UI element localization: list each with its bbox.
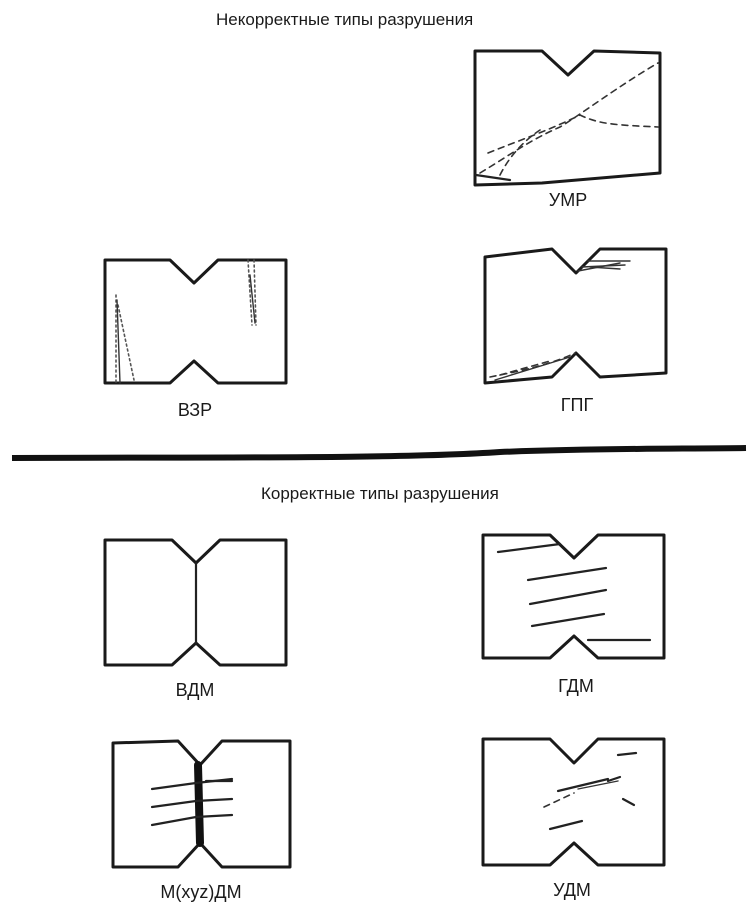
crack-line	[543, 792, 575, 808]
crack-line	[117, 304, 135, 381]
specimen-udm-figure	[481, 737, 666, 867]
crack-line	[606, 775, 622, 783]
specimen-gpg-figure	[483, 247, 668, 385]
crack-line	[150, 797, 234, 809]
crack-line	[526, 566, 608, 582]
incorrect-section-title: Некорректные типы разрушения	[216, 10, 474, 29]
crack-line	[474, 173, 512, 182]
crack-line	[581, 264, 626, 268]
specimen-umr-figure	[473, 49, 662, 187]
crack-line	[496, 542, 562, 554]
specimen-gpg-label: ГПГ	[560, 395, 594, 415]
crack-line	[548, 819, 584, 831]
specimen-gdm-figure	[481, 533, 666, 660]
specimen-mxyzdm-label: М(xyz)ДМ	[160, 882, 242, 902]
specimen-vdm-label: ВДМ	[175, 680, 215, 700]
correct-section-title: Корректные типы разрушения	[261, 484, 499, 503]
specimen-umr-label: УМР	[548, 190, 588, 210]
crack-line	[150, 813, 234, 827]
crack-line	[253, 259, 257, 326]
crack-line	[556, 777, 610, 793]
specimen-gdm-label: ГДМ	[558, 676, 594, 696]
specimen-mxyzdm-figure	[111, 739, 292, 869]
section-divider	[11, 445, 747, 461]
crack-line	[616, 751, 638, 757]
crack-line	[247, 259, 253, 326]
crack-line	[530, 612, 606, 628]
crack-line	[487, 114, 659, 154]
crack-line	[499, 360, 551, 376]
specimen-vdm-figure	[103, 538, 288, 667]
crack-line	[621, 797, 636, 807]
crack-line	[116, 299, 121, 384]
crack-line	[589, 266, 621, 270]
crack-line	[494, 356, 571, 381]
crack-line	[577, 780, 619, 790]
specimen-vzr-label: ВЗР	[177, 400, 213, 420]
crack-line	[479, 62, 659, 174]
crack-line	[499, 129, 541, 176]
specimen-udm-label: УДМ	[553, 880, 591, 900]
crack-line	[194, 761, 204, 847]
crack-line	[249, 274, 256, 324]
crack-line	[528, 588, 608, 606]
specimen-vzr-figure	[103, 258, 288, 385]
